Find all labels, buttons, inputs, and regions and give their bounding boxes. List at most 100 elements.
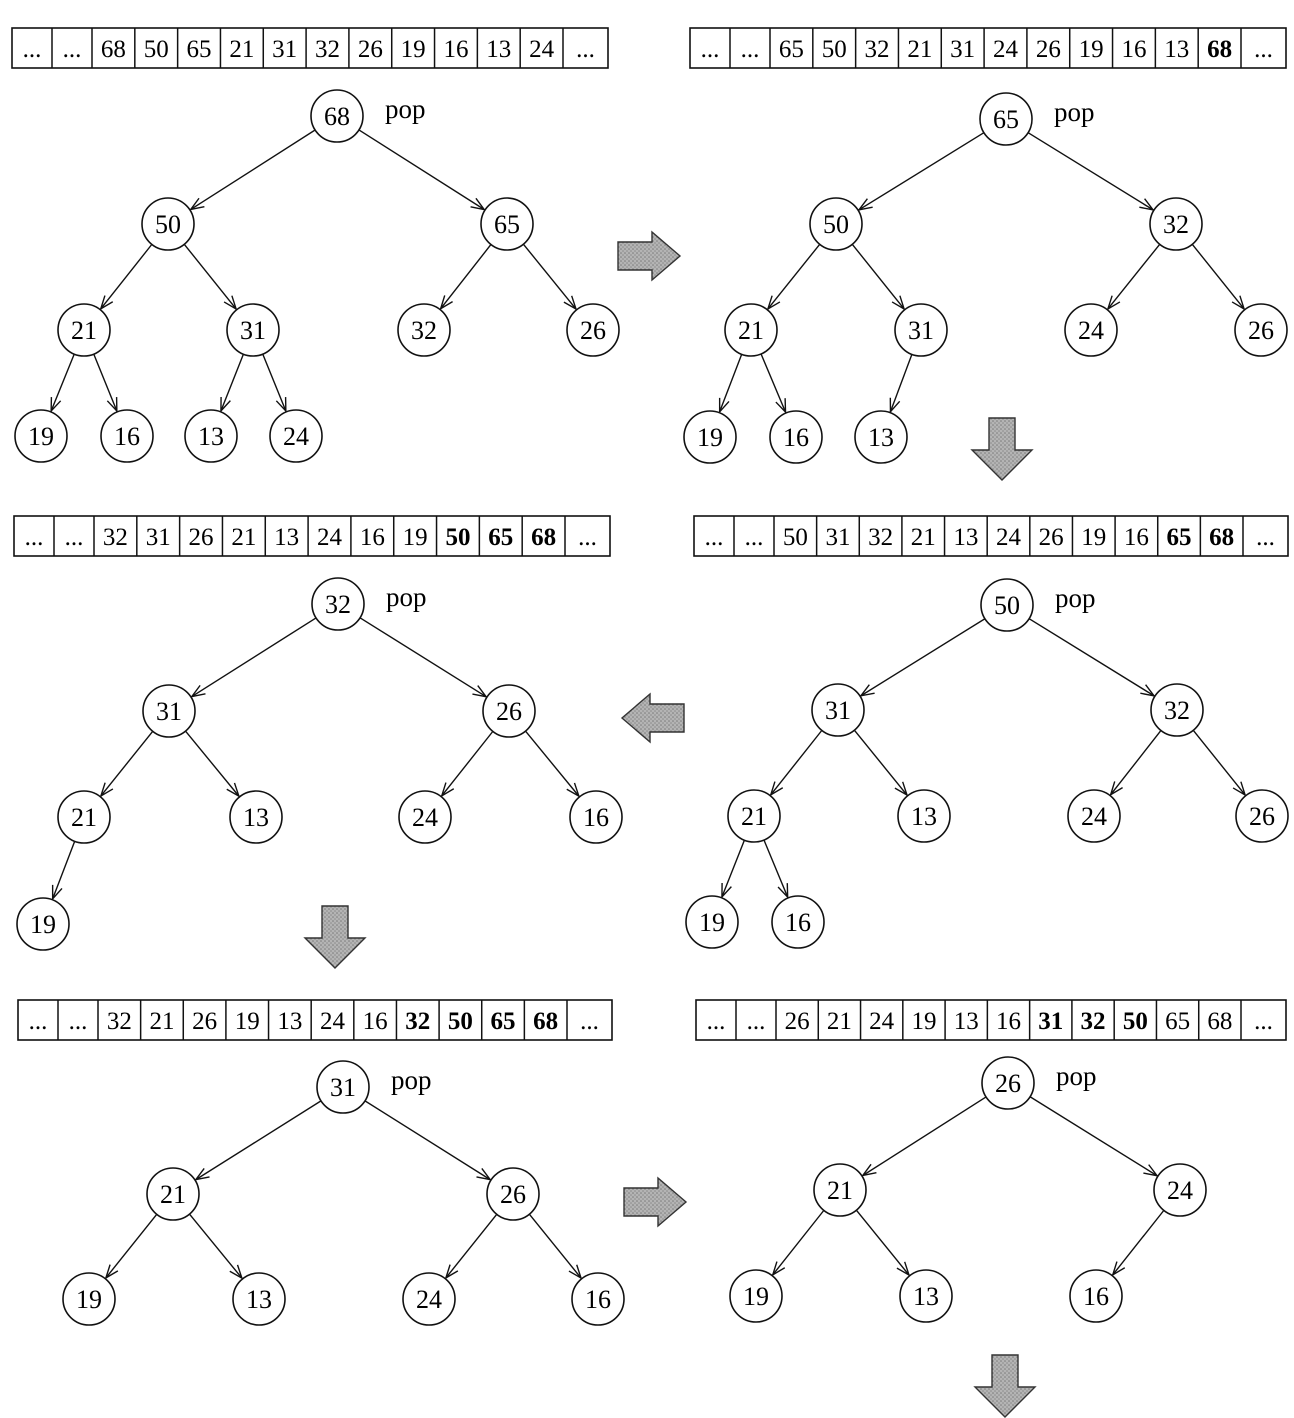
- node-value: 24: [1081, 802, 1107, 831]
- node-value: 32: [1164, 696, 1190, 725]
- tree-edge: [183, 243, 238, 311]
- tree-node: 19: [685, 895, 739, 949]
- node-value: 21: [741, 802, 767, 831]
- array-ellipsis: ...: [741, 36, 760, 63]
- tree-node: 24: [1064, 303, 1118, 357]
- array-cell: 32: [405, 1008, 430, 1035]
- node-circle: [316, 1060, 370, 1114]
- node-circle: [727, 789, 781, 843]
- node-circle: [811, 683, 865, 737]
- tree-node: 19: [16, 897, 70, 951]
- array-cell: 26: [1036, 36, 1061, 63]
- node-value: 19: [699, 908, 725, 937]
- node-circle: [683, 410, 737, 464]
- array-cell: 13: [486, 36, 511, 63]
- root-node: 68: [310, 89, 364, 143]
- node-circle: [813, 1163, 867, 1217]
- tree-node: 19: [729, 1269, 783, 1323]
- transition-arrows: [303, 230, 1037, 1418]
- node-value: 21: [827, 1176, 853, 1205]
- array-cell: 24: [317, 524, 343, 551]
- node-circle: [854, 410, 908, 464]
- node-value: 21: [71, 803, 97, 832]
- array-cell: 65: [187, 36, 212, 63]
- array-cell: 26: [189, 524, 214, 551]
- array-cell: 50: [822, 36, 847, 63]
- tree-node: 19: [14, 409, 68, 463]
- tree-node: 50: [141, 197, 195, 251]
- block-arrow-down-icon: [303, 905, 367, 969]
- tree-edge: [853, 729, 909, 797]
- tree-edge: [771, 1209, 825, 1277]
- array-cell: 19: [1079, 36, 1104, 63]
- tree-edges: [50, 129, 578, 413]
- node-circle: [980, 578, 1034, 632]
- tree-edge: [51, 841, 76, 901]
- array-outline: [13, 515, 611, 557]
- tree-node: 24: [1153, 1163, 1207, 1217]
- array-cell: 31: [825, 524, 850, 551]
- node-circle: [397, 303, 451, 357]
- tree-edge: [861, 1096, 987, 1177]
- array-ellipsis: ...: [578, 524, 597, 551]
- node-value: 31: [156, 697, 182, 726]
- tree-node: 13: [854, 410, 908, 464]
- tree-node: 32: [1150, 683, 1204, 737]
- node-circle: [809, 197, 863, 251]
- array-cell: 68: [531, 524, 556, 551]
- tree-edge: [1029, 1096, 1159, 1177]
- tree-edge: [769, 729, 823, 797]
- array-cell: 32: [1081, 1008, 1106, 1035]
- tree-node: 21: [146, 1167, 200, 1221]
- tree-node: 24: [398, 790, 452, 844]
- node-value: 50: [994, 591, 1020, 620]
- array-cell: 68: [1207, 36, 1232, 63]
- array-cell: 68: [1209, 524, 1234, 551]
- node-value: 19: [697, 423, 723, 452]
- tree-edge: [1106, 243, 1161, 311]
- block-arrow-right-icon: [623, 1176, 688, 1228]
- tree-edge: [439, 244, 492, 311]
- tree-edge: [358, 129, 486, 211]
- array-cell: 26: [785, 1008, 810, 1035]
- node-value: 24: [283, 422, 309, 451]
- array-cell: 68: [101, 36, 126, 63]
- array-cell: 21: [827, 1008, 852, 1035]
- array-cell: 68: [533, 1008, 558, 1035]
- node-value: 13: [868, 423, 894, 452]
- array-ellipsis: ...: [1254, 1008, 1273, 1035]
- array-cell: 21: [231, 524, 256, 551]
- array-cell: 68: [1207, 1008, 1232, 1035]
- tree-edge: [50, 353, 75, 413]
- node-value: 26: [1248, 316, 1274, 345]
- tree-edge: [359, 617, 488, 698]
- tree-edge: [104, 1213, 158, 1280]
- node-value: 24: [1078, 316, 1104, 345]
- tree-edge: [889, 354, 913, 414]
- node-circle: [1150, 683, 1204, 737]
- array-cell: 24: [320, 1008, 346, 1035]
- array-ellipsis: ...: [745, 524, 764, 551]
- node-value: 13: [198, 422, 224, 451]
- array-ellipsis: ...: [580, 1008, 599, 1035]
- array-cell: 24: [996, 524, 1022, 551]
- tree-edge: [189, 129, 316, 211]
- node-circle: [398, 790, 452, 844]
- tree-node: 16: [100, 409, 154, 463]
- array-cell: 32: [865, 36, 890, 63]
- array-cell: 16: [1121, 36, 1146, 63]
- node-circle: [769, 410, 823, 464]
- node-circle: [16, 897, 70, 951]
- node-circle: [310, 89, 364, 143]
- array-ellipsis: ...: [65, 524, 84, 551]
- tree-node: 21: [727, 789, 781, 843]
- node-circle: [14, 409, 68, 463]
- pop-label: pop: [391, 1065, 432, 1095]
- tree-edges: [771, 1096, 1165, 1277]
- pop-label: pop: [1054, 97, 1095, 127]
